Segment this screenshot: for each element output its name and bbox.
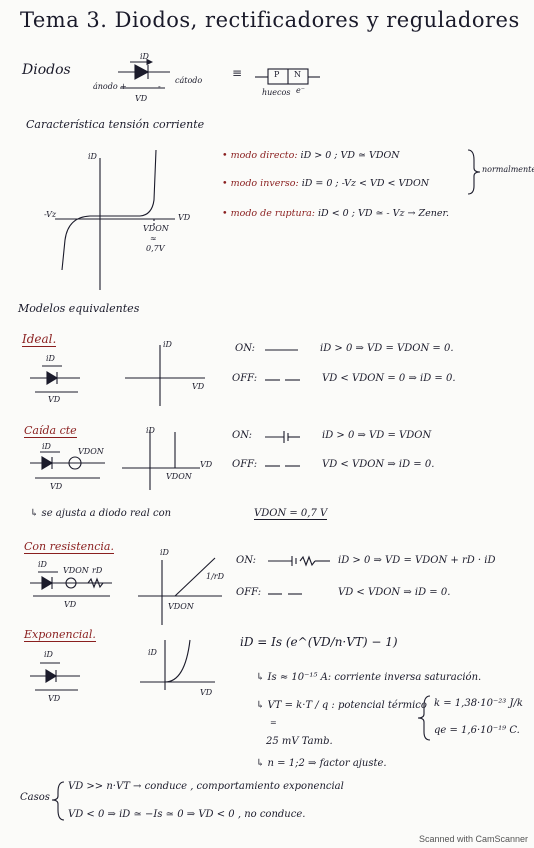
exp-vd: VD <box>48 694 61 703</box>
mode-directo-label: modo directo: <box>230 150 298 161</box>
caracteristica-heading: Característica tensión corriente <box>26 118 205 131</box>
catodo-label: cátodo <box>175 76 203 85</box>
mode-inverso: • modo inverso: iD = 0 ; -Vz < VD < VDON <box>222 178 430 189</box>
exp-vt-val: 25 mV Tamb. <box>266 736 333 747</box>
mode-inverso-text: iD = 0 ; -Vz < VD < VDON <box>301 178 430 189</box>
p-region: P <box>274 70 280 79</box>
char-approx: ≈ <box>150 234 157 243</box>
caida-on-eq: iD > 0 ⇒ VD = VDON <box>322 430 432 441</box>
mode-directo-text: iD > 0 ; VD ≃ VDON <box>300 150 400 161</box>
diodos-heading: Diodos <box>22 62 71 78</box>
exp-graph-i: iD <box>148 648 157 657</box>
mode-directo: • modo directo: iD > 0 ; VD ≃ VDON <box>222 150 400 161</box>
mode-inverso-label: modo inverso: <box>230 178 299 189</box>
caida-vdon: VDON <box>78 447 104 456</box>
exp-graph-v: VD <box>200 688 213 697</box>
plus-sign: + <box>120 82 127 91</box>
ideal-graph-v: VD <box>192 382 205 391</box>
caida-off: OFF: <box>232 459 258 470</box>
diode-voltage-label: VD <box>135 94 148 103</box>
exp-is: ↳ Is ≈ 10⁻¹⁵ A: corriente inversa satura… <box>256 672 482 683</box>
electron-label: e⁻ <box>296 86 305 95</box>
ideal-off: OFF: <box>232 373 258 384</box>
char-vz: -Vz <box>44 210 57 219</box>
mode-ruptura-text: iD < 0 ; VD ≃ - Vz → Zener. <box>318 208 450 219</box>
ideal-graph-i: iD <box>163 340 172 349</box>
exp-n: ↳ n = 1;2 ⇒ factor ajuste. <box>256 758 387 769</box>
exp-eqsign: = <box>270 718 277 727</box>
resistencia-heading: Con resistencia. <box>24 540 114 554</box>
caida-on: ON: <box>232 430 252 441</box>
caida-vd: VD <box>50 482 63 491</box>
scanner-watermark: Scanned with CamScanner <box>418 834 528 844</box>
normalmente-note: normalmente <box>482 165 534 174</box>
huecos-label: huecos <box>262 88 291 97</box>
res-graph-i: iD <box>160 548 169 557</box>
caida-graph-v: VD <box>200 460 213 469</box>
res-id: iD <box>38 560 47 569</box>
exp-equation: iD = Is (e^(VD/n·VT) − 1) <box>240 635 398 649</box>
casos-label: Casos <box>20 792 50 803</box>
caida-graph-vdon: VDON <box>166 472 192 481</box>
res-off-eq: VD < VDON ⇒ iD = 0. <box>338 587 451 598</box>
minus-sign: - <box>158 82 161 91</box>
exponencial-heading: Exponencial. <box>24 628 96 642</box>
page-title: Tema 3. Diodos, rectificadores y regulad… <box>20 8 520 32</box>
res-slope: 1/rD <box>206 572 225 581</box>
diode-current-label: iD <box>140 52 149 61</box>
caida-ajusta: ↳ se ajusta a diodo real con <box>30 508 172 519</box>
char-axis-v: VD <box>178 213 191 222</box>
res-vd: VD <box>64 600 77 609</box>
mode-ruptura: • modo de ruptura: iD < 0 ; VD ≃ - Vz → … <box>222 208 450 219</box>
res-on-eq: iD > 0 ⇒ VD = VDON + rD · iD <box>338 555 496 566</box>
res-rd: rD <box>92 566 103 575</box>
exp-k: k = 1,38·10⁻²³ J/k <box>434 698 523 709</box>
res-on: ON: <box>236 555 256 566</box>
res-off: OFF: <box>236 587 262 598</box>
char-val: 0,7V <box>146 244 165 253</box>
mode-ruptura-label: modo de ruptura: <box>230 208 315 219</box>
n-region: N <box>294 70 301 79</box>
ideal-heading: Ideal. <box>22 332 57 347</box>
char-axis-i: iD <box>88 152 97 161</box>
exp-vt: ↳ VT = k·T / q : potencial térmico <box>256 700 427 711</box>
caida-off-eq: VD < VDON ⇒ iD = 0. <box>322 459 435 470</box>
exp-id: iD <box>44 650 53 659</box>
caida-id: iD <box>42 442 51 451</box>
char-vdon: VDON <box>143 224 169 233</box>
caida-ajusta-val: VDON = 0,7 V <box>254 508 328 520</box>
ideal-on-eq: iD > 0 ⇒ VD = VDON = 0. <box>320 343 454 354</box>
caida-heading: Caída cte <box>24 424 77 438</box>
anodo-label: ánodo <box>93 82 118 91</box>
ideal-vd: VD <box>48 395 61 404</box>
res-graph-vdon: VDON <box>168 602 194 611</box>
ideal-off-eq: VD < VDON = 0 ⇒ iD = 0. <box>322 373 456 384</box>
ideal-on: ON: <box>235 343 255 354</box>
res-vdon: VDON <box>63 566 89 575</box>
casos-line-2: VD < 0 ⇒ iD ≃ −Is ≃ 0 ⇒ VD < 0 , no cond… <box>68 809 306 820</box>
caida-graph-i: iD <box>146 426 155 435</box>
equiv-sign: ≡ <box>232 66 243 80</box>
exp-qe: qe = 1,6·10⁻¹⁹ C. <box>434 725 520 736</box>
ideal-id: iD <box>46 354 55 363</box>
modelos-heading: Modelos equivalentes <box>18 302 140 315</box>
casos-line-1: VD >> n·VT → conduce , comportamiento ex… <box>68 781 344 792</box>
